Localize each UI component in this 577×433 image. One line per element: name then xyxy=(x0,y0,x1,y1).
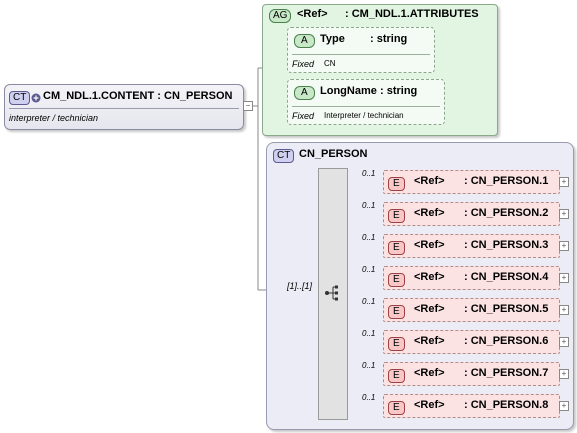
occurrence-label: 0..1 xyxy=(362,265,376,274)
attribute-group-node[interactable]: AG <Ref> : CM_NDL.1.ATTRIBUTES A Type : … xyxy=(262,4,498,136)
element-node[interactable]: E <Ref> : CN_PERSON.4 xyxy=(383,266,560,290)
expand-plus-icon[interactable]: + xyxy=(559,209,569,219)
cardinality-label: [1]..[1] xyxy=(287,281,313,291)
element-node[interactable]: E <Ref> : CN_PERSON.3 xyxy=(383,234,560,258)
complex-type-name: CN_PERSON xyxy=(299,148,368,160)
expand-plus-icon[interactable]: + xyxy=(559,273,569,283)
expand-plus-icon[interactable]: + xyxy=(559,401,569,411)
element-name: : CN_PERSON.5 xyxy=(464,303,549,315)
expand-plus-icon[interactable]: + xyxy=(559,369,569,379)
element-ref-label: <Ref> xyxy=(414,367,445,379)
fixed-value: CN xyxy=(324,59,336,68)
element-name: : CN_PERSON.6 xyxy=(464,335,549,347)
complex-type-tag: CT xyxy=(273,149,295,163)
occurrence-label: 0..1 xyxy=(362,233,376,242)
element-tag: E xyxy=(388,401,405,415)
fixed-label: Fixed xyxy=(292,111,315,121)
attribute-type: : string xyxy=(370,33,408,45)
element-node[interactable]: E <Ref> : CN_PERSON.7 xyxy=(383,362,560,386)
root-title: CM_NDL.1.CONTENT : CN_PERSON xyxy=(43,90,233,102)
occurrence-label: 0..1 xyxy=(362,169,376,178)
occurrence-label: 0..1 xyxy=(362,201,376,210)
attribute-group-tag: AG xyxy=(269,9,292,23)
element-ref-label: <Ref> xyxy=(414,207,445,219)
ag-name: : CM_NDL.1.ATTRIBUTES xyxy=(345,8,479,20)
element-node[interactable]: E <Ref> : CN_PERSON.2 xyxy=(383,202,560,226)
element-tag: E xyxy=(388,177,405,191)
attribute-type: : string xyxy=(380,85,418,97)
element-name: : CN_PERSON.7 xyxy=(464,367,549,379)
attribute-node[interactable]: A LongName : string Fixed Interpreter / … xyxy=(287,79,445,125)
element-ref-label: <Ref> xyxy=(414,335,445,347)
sequence-icon xyxy=(323,283,343,308)
occurrence-label: 0..1 xyxy=(362,297,376,306)
attribute-node[interactable]: A Type : string Fixed CN xyxy=(287,27,435,73)
element-ref-label: <Ref> xyxy=(414,239,445,251)
fixed-value: Interpreter / technician xyxy=(324,111,404,120)
expand-plus-icon[interactable]: + xyxy=(559,337,569,347)
element-tag: E xyxy=(388,209,405,223)
attribute-name: LongName xyxy=(320,85,377,97)
expand-icon xyxy=(31,91,41,103)
collapse-icon[interactable]: − xyxy=(243,101,253,111)
element-node[interactable]: E <Ref> : CN_PERSON.5 xyxy=(383,298,560,322)
element-tag: E xyxy=(388,241,405,255)
attribute-tag: A xyxy=(294,86,315,100)
occurrence-label: 0..1 xyxy=(362,329,376,338)
ag-ref-label: <Ref> xyxy=(297,8,328,20)
expand-plus-icon[interactable]: + xyxy=(559,241,569,251)
element-name: : CN_PERSON.3 xyxy=(464,239,549,251)
fixed-label: Fixed xyxy=(292,59,315,69)
element-node[interactable]: E <Ref> : CN_PERSON.6 xyxy=(383,330,560,354)
root-doc: interpreter / technician xyxy=(9,113,99,123)
element-tag: E xyxy=(388,337,405,351)
divider xyxy=(292,106,440,107)
complex-type-tag: CT xyxy=(9,91,31,105)
expand-plus-icon[interactable]: + xyxy=(559,177,569,187)
element-tag: E xyxy=(388,305,405,319)
element-name: : CN_PERSON.2 xyxy=(464,207,549,219)
element-ref-label: <Ref> xyxy=(414,271,445,283)
element-name: : CN_PERSON.8 xyxy=(464,399,549,411)
attribute-tag: A xyxy=(294,34,315,48)
element-ref-label: <Ref> xyxy=(414,175,445,187)
expand-plus-icon[interactable]: + xyxy=(559,305,569,315)
root-complex-type-node[interactable]: CT CM_NDL.1.CONTENT : CN_PERSON interpre… xyxy=(4,84,244,130)
element-tag: E xyxy=(388,273,405,287)
element-node[interactable]: E <Ref> : CN_PERSON.1 xyxy=(383,170,560,194)
attribute-name: Type xyxy=(320,33,345,45)
occurrence-label: 0..1 xyxy=(362,393,376,402)
occurrence-label: 0..1 xyxy=(362,361,376,370)
divider xyxy=(292,54,430,55)
element-tag: E xyxy=(388,369,405,383)
element-name: : CN_PERSON.1 xyxy=(464,175,549,187)
element-name: : CN_PERSON.4 xyxy=(464,271,549,283)
sequence-compositor[interactable] xyxy=(318,168,348,420)
element-ref-label: <Ref> xyxy=(414,303,445,315)
element-node[interactable]: E <Ref> : CN_PERSON.8 xyxy=(383,394,560,418)
divider xyxy=(9,108,239,109)
element-ref-label: <Ref> xyxy=(414,399,445,411)
